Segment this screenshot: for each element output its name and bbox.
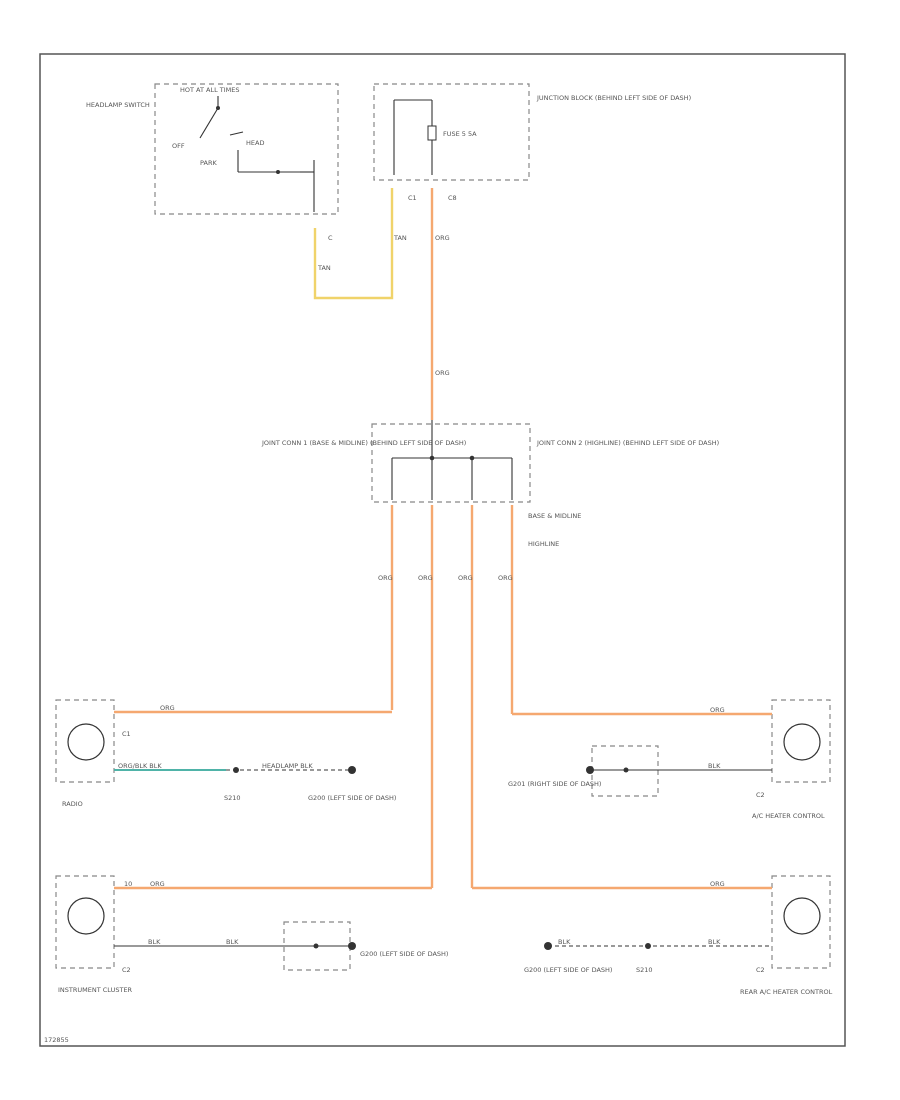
switch-park-node — [276, 170, 280, 174]
ac-ground-dot — [586, 766, 594, 774]
base-midline-label: BASE & MIDLINE — [528, 512, 581, 520]
instrument-cluster: C2 INSTRUMENT CLUSTER — [55, 875, 133, 994]
radio-connector: C1 — [122, 730, 131, 738]
diagram-code: 172855 — [44, 1036, 69, 1044]
cluster-ground-dot — [348, 942, 356, 950]
headlamp-switch-hot-label: HOT AT ALL TIMES — [180, 86, 240, 94]
rear-splice: S210 — [636, 966, 653, 974]
ac-blk-label: BLK — [708, 762, 721, 770]
ac-heater-name: A/C HEATER CONTROL — [752, 812, 825, 820]
ac-heater-box — [771, 699, 831, 783]
ac-org-wire-label: ORG — [710, 706, 725, 714]
instrument-cluster-box — [55, 875, 115, 969]
ac-ground: G201 (RIGHT SIDE OF DASH) — [508, 780, 601, 788]
ac-heater-control: C2 A/C HEATER CONTROL — [752, 699, 831, 820]
instrument-cluster-lamp-icon — [67, 897, 105, 935]
rear-ac-lamp-icon — [783, 897, 821, 935]
cluster-blk-label-2: BLK — [226, 938, 239, 946]
rear-ac-name: REAR A/C HEATER CONTROL — [740, 988, 833, 996]
joint-conn-2-label: JOINT CONN 2 (HIGHLINE) (BEHIND LEFT SID… — [536, 439, 719, 447]
tan-wire-label-1: TAN — [317, 264, 331, 272]
radio: C1 RADIO — [55, 699, 131, 808]
radio-box — [55, 699, 115, 783]
org-wire-label-2: ORG — [435, 369, 450, 377]
instrument-cluster-name: INSTRUMENT CLUSTER — [58, 986, 133, 994]
rear-splice-dot — [645, 943, 651, 949]
junction-block: JUNCTION BLOCK (BEHIND LEFT SIDE OF DASH… — [373, 83, 691, 202]
joint-connectors: JOINT CONN 1 (BASE & MIDLINE) (BEHIND LE… — [261, 420, 719, 548]
switch-head-label: HEAD — [246, 139, 264, 147]
junction-block-title: JUNCTION BLOCK (BEHIND LEFT SIDE OF DASH… — [536, 94, 691, 102]
radio-splice: S210 — [224, 794, 241, 802]
cluster-blk-label-1: BLK — [148, 938, 161, 946]
instrument-cluster-connector: C2 — [122, 966, 131, 974]
radio-ground: G200 (LEFT SIDE OF DASH) — [308, 794, 396, 802]
tan-wire — [313, 188, 394, 300]
headlamp-switch-title: HEADLAMP SWITCH — [86, 101, 150, 109]
cluster-splice-dot — [313, 943, 319, 949]
headlamp-switch-title-text: HEADLAMP SWITCH — [86, 101, 150, 109]
switch-off-label: OFF — [172, 142, 185, 150]
radio-org-wire-label: ORG — [160, 704, 175, 712]
org-drop-label-1: ORG — [378, 574, 393, 582]
switch-lever — [199, 107, 219, 139]
rear-org-wire-label: ORG — [710, 880, 725, 888]
rear-ground-dot — [544, 942, 552, 950]
ac-heater-connector: C2 — [756, 791, 765, 799]
headlamp-switch-box — [154, 83, 339, 215]
diagram-frame — [39, 53, 846, 1047]
rear-blk-label-1: BLK — [558, 938, 571, 946]
switch-park-label: PARK — [200, 159, 217, 167]
switch-pivot — [216, 106, 220, 110]
fuse-symbol — [427, 125, 437, 141]
radio-splice-dot — [233, 767, 239, 773]
cluster-org-wire-label: ORG — [150, 880, 165, 888]
org-drop-label-4: ORG — [498, 574, 513, 582]
radio-name: RADIO — [62, 800, 83, 808]
radio-ground-wire-label: ORG/BLK BLK — [118, 762, 162, 770]
radio-ground-ref: HEADLAMP BLK — [262, 762, 313, 770]
rear-blk-label-2: BLK — [708, 938, 721, 946]
cluster-ground: G200 (LEFT SIDE OF DASH) — [360, 950, 448, 958]
tan-wire-label-2: TAN — [393, 234, 407, 242]
joint-connector-box — [371, 423, 531, 503]
ac-splice-dot — [623, 767, 629, 773]
radio-ground-dot — [348, 766, 356, 774]
joint-node-1 — [429, 455, 435, 461]
switch-head-contact — [229, 131, 244, 136]
org-drop-label-3: ORG — [458, 574, 473, 582]
joint-conn-1-label: JOINT CONN 1 (BASE & MIDLINE) (BEHIND LE… — [261, 439, 466, 447]
junction-pin-c: C1 — [408, 194, 417, 202]
joint-node-2 — [469, 455, 475, 461]
rear-ac-heater-control: C2 REAR A/C HEATER CONTROL — [740, 875, 833, 996]
highline-label: HIGHLINE — [528, 540, 559, 548]
fuse-label: FUSE 5 5A — [443, 130, 477, 138]
headlamp-switch-pin: C — [328, 234, 333, 242]
org-wire-label-1: ORG — [435, 234, 450, 242]
rear-ac-connector: C2 — [756, 966, 765, 974]
junction-block-box — [373, 83, 530, 181]
org-drop-label-2: ORG — [418, 574, 433, 582]
radio-lamp-icon — [67, 723, 105, 761]
headlamp-switch: HOT AT ALL TIMES HEADLAMP SWITCH OFF PAR… — [86, 83, 339, 242]
ac-heater-lamp-icon — [783, 723, 821, 761]
cluster-wire-pin: 10 — [124, 880, 132, 888]
rear-ground: G200 (LEFT SIDE OF DASH) — [524, 966, 612, 974]
junction-pin-e: C8 — [448, 194, 457, 202]
rear-ac-box — [771, 875, 831, 969]
